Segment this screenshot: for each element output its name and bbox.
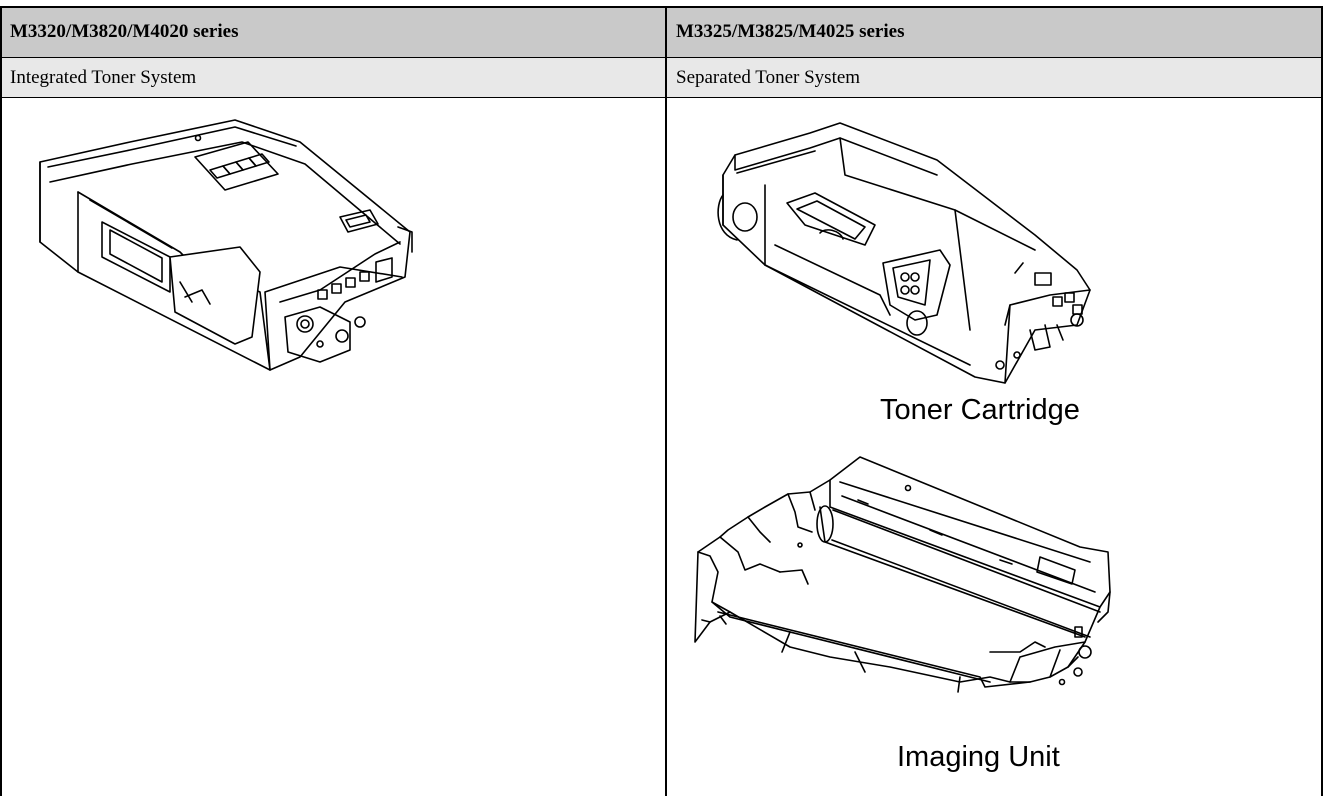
table-border-left [0, 6, 2, 796]
header-right: M3325/M3825/M4025 series [676, 21, 905, 42]
table-border-middle [665, 6, 667, 796]
imaging-unit-caption: Imaging Unit [897, 741, 1060, 773]
toner-cartridge-illustration [717, 122, 1091, 384]
table-border-right [1321, 6, 1323, 796]
row-label-left: Integrated Toner System [10, 67, 197, 88]
integrated-toner-cartridge-illustration [39, 119, 413, 371]
toner-cartridge-caption: Toner Cartridge [880, 394, 1080, 426]
table-border-row1 [0, 57, 1323, 58]
table-header-row [2, 7, 1321, 57]
table-subheader-row [2, 58, 1321, 97]
header-left: M3320/M3820/M4020 series [10, 21, 239, 42]
row-label-right: Separated Toner System [676, 67, 861, 88]
table-border-row2 [0, 97, 1323, 98]
table-border-top [0, 6, 1323, 8]
imaging-unit-illustration [694, 456, 1111, 693]
